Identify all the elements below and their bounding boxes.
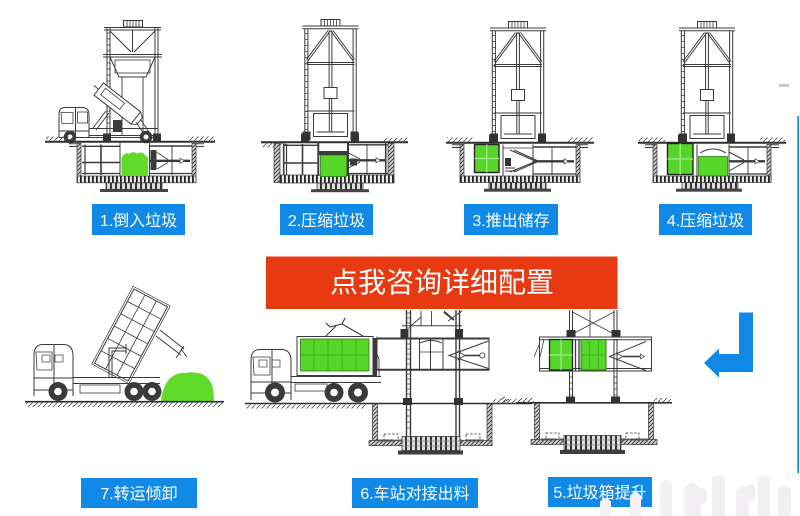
svg-text:4.压缩垃圾: 4.压缩垃圾 <box>667 212 744 230</box>
svg-text:7.转运倾卸: 7.转运倾卸 <box>100 485 177 503</box>
svg-text:点我咨询详细配置: 点我咨询详细配置 <box>330 267 554 298</box>
svg-text:2.压缩垃圾: 2.压缩垃圾 <box>288 212 365 230</box>
svg-text:3.推出储存: 3.推出储存 <box>472 212 549 230</box>
svg-text:5.垃圾箱提升: 5.垃圾箱提升 <box>553 484 646 502</box>
svg-text:6.车站对接出料: 6.车站对接出料 <box>360 485 469 503</box>
svg-text:1.倒入垃圾: 1.倒入垃圾 <box>100 212 177 230</box>
